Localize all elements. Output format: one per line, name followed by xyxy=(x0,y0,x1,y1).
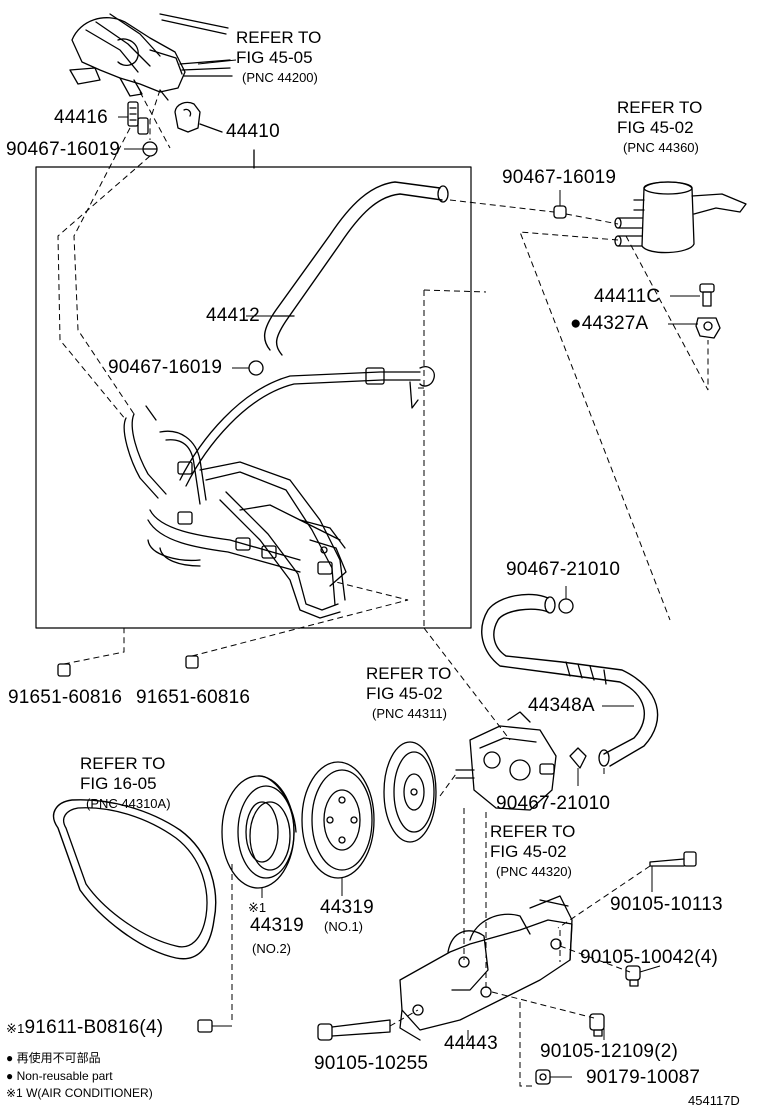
refer-fig-16-05: REFER TO FIG 16-05 (PNC 44310A) xyxy=(80,754,171,814)
bracket-44410-drawing xyxy=(174,101,201,133)
refer-pnc: (PNC 44311) xyxy=(372,706,447,721)
bolt-91611-drawing xyxy=(197,1019,213,1033)
clip-90467-hose-drawing xyxy=(248,360,264,376)
clip-reservoir-drawing xyxy=(553,205,567,219)
label-90105-12109: 90105-12109(2) xyxy=(540,1041,679,1062)
refer-line1: REFER TO xyxy=(80,754,166,773)
bolt-90105-10042-drawing xyxy=(625,965,641,987)
v-belt-drawing xyxy=(53,799,217,960)
refer-line1: REFER TO xyxy=(617,98,703,117)
pulley-no1-drawing xyxy=(301,761,375,879)
legend-line-japanese: ● 再使用不可部品 xyxy=(6,1051,101,1065)
label-44327A-text: 44327A xyxy=(581,313,649,334)
refer-pnc: (PNC 44320) xyxy=(496,864,572,879)
label-44411C: 44411C xyxy=(594,286,661,307)
refer-fig-45-05: REFER TO FIG 45-05 (PNC 44200) xyxy=(236,28,321,88)
steering-gear-drawing xyxy=(69,13,233,101)
refer-line2: FIG 45-02 xyxy=(490,842,567,861)
refer-fig-45-02-pump: REFER TO FIG 45-02 (PNC 44311) xyxy=(366,664,451,724)
bracket-44443-drawing xyxy=(399,895,573,1041)
hose-44412-drawing xyxy=(263,181,441,351)
bolt-91651-left-drawing xyxy=(57,663,71,677)
pressure-tube-drawing xyxy=(123,366,435,619)
label-90467-21010-a: 90467-21010 xyxy=(506,559,621,580)
bolt-90105-10255-drawing xyxy=(317,1019,391,1041)
nut-90179-drawing xyxy=(535,1069,551,1085)
label-90467-16019-a: 90467-16019 xyxy=(6,139,121,160)
refer-line1: REFER TO xyxy=(490,822,576,841)
label-91651-60816-a: 91651-60816 xyxy=(8,687,123,708)
bolt-44411C-drawing xyxy=(695,283,721,339)
refer-pnc: (PNC 44360) xyxy=(623,140,699,155)
fitting-44416-drawing xyxy=(127,101,158,157)
label-90467-16019-b: 90467-16019 xyxy=(502,167,617,188)
refer-pnc: (PNC 44310A) xyxy=(86,796,171,811)
refer-line2: FIG 45-05 xyxy=(236,48,313,67)
clip-21010-bottom-drawing xyxy=(569,747,587,769)
pulley-no2-drawing xyxy=(221,775,297,889)
refer-fig-45-02-reservoir: REFER TO FIG 45-02 (PNC 44360) xyxy=(617,98,702,158)
reservoir-drawing xyxy=(614,181,747,254)
legend-line-non-reusable: ● Non-reusable part xyxy=(6,1069,113,1083)
non-reusable-dot-icon: ● xyxy=(570,313,582,334)
label-44319-no1: 44319 xyxy=(320,897,374,918)
label-44412: 44412 xyxy=(206,305,260,326)
bolt-90105-10113-drawing xyxy=(649,851,697,867)
dashed-lines xyxy=(57,89,709,1087)
leader-lines xyxy=(118,59,700,1078)
mark-star1-pulley: ※1 xyxy=(248,900,267,915)
label-44410: 44410 xyxy=(226,121,280,142)
label-44319-no1-sub: (NO.1) xyxy=(324,919,363,934)
label-90105-10042: 90105-10042(4) xyxy=(580,947,719,968)
refer-line2: FIG 45-02 xyxy=(366,684,443,703)
label-90105-10113: 90105-10113 xyxy=(610,894,723,915)
label-90105-10255: 90105-10255 xyxy=(314,1053,429,1074)
legend-line-air-conditioner: ※1 W(AIR CONDITIONER) xyxy=(6,1086,153,1100)
label-91611-b0816: ※191611-B0816(4) xyxy=(6,1018,163,1037)
diagram-id: 454117D xyxy=(688,1093,740,1108)
refer-fig-45-02-bracket: REFER TO FIG 45-02 (PNC 44320) xyxy=(490,822,575,882)
refer-line1: REFER TO xyxy=(236,28,322,47)
refer-line2: FIG 45-02 xyxy=(617,118,694,137)
hose-44348A-drawing xyxy=(481,593,659,767)
refer-line1: REFER TO xyxy=(366,664,452,683)
bolt-91651-right-drawing xyxy=(185,655,199,669)
refer-pnc: (PNC 44200) xyxy=(242,70,318,85)
label-90467-21010-b: 90467-21010 xyxy=(496,793,611,814)
label-90179-10087: 90179-10087 xyxy=(586,1067,701,1088)
clip-21010-top-drawing xyxy=(558,598,574,614)
label-90467-16019-c: 90467-16019 xyxy=(108,357,223,378)
label-44319-no2: 44319 xyxy=(250,915,304,936)
mark-star1-bolt: ※1 xyxy=(6,1021,25,1036)
label-44348A: 44348A xyxy=(528,695,595,716)
vane-pump-drawing xyxy=(455,711,557,811)
label-44443: 44443 xyxy=(444,1033,498,1054)
label-44319-no2-sub: (NO.2) xyxy=(252,941,291,956)
label-44327A: ●44327A xyxy=(570,314,648,333)
label-91651-60816-b: 91651-60816 xyxy=(136,687,251,708)
refer-line2: FIG 16-05 xyxy=(80,774,157,793)
label-44416: 44416 xyxy=(54,107,108,128)
pump-pulley-drawing xyxy=(383,741,437,843)
label-91611-b0816-text: 91611-B0816(4) xyxy=(24,1017,164,1038)
